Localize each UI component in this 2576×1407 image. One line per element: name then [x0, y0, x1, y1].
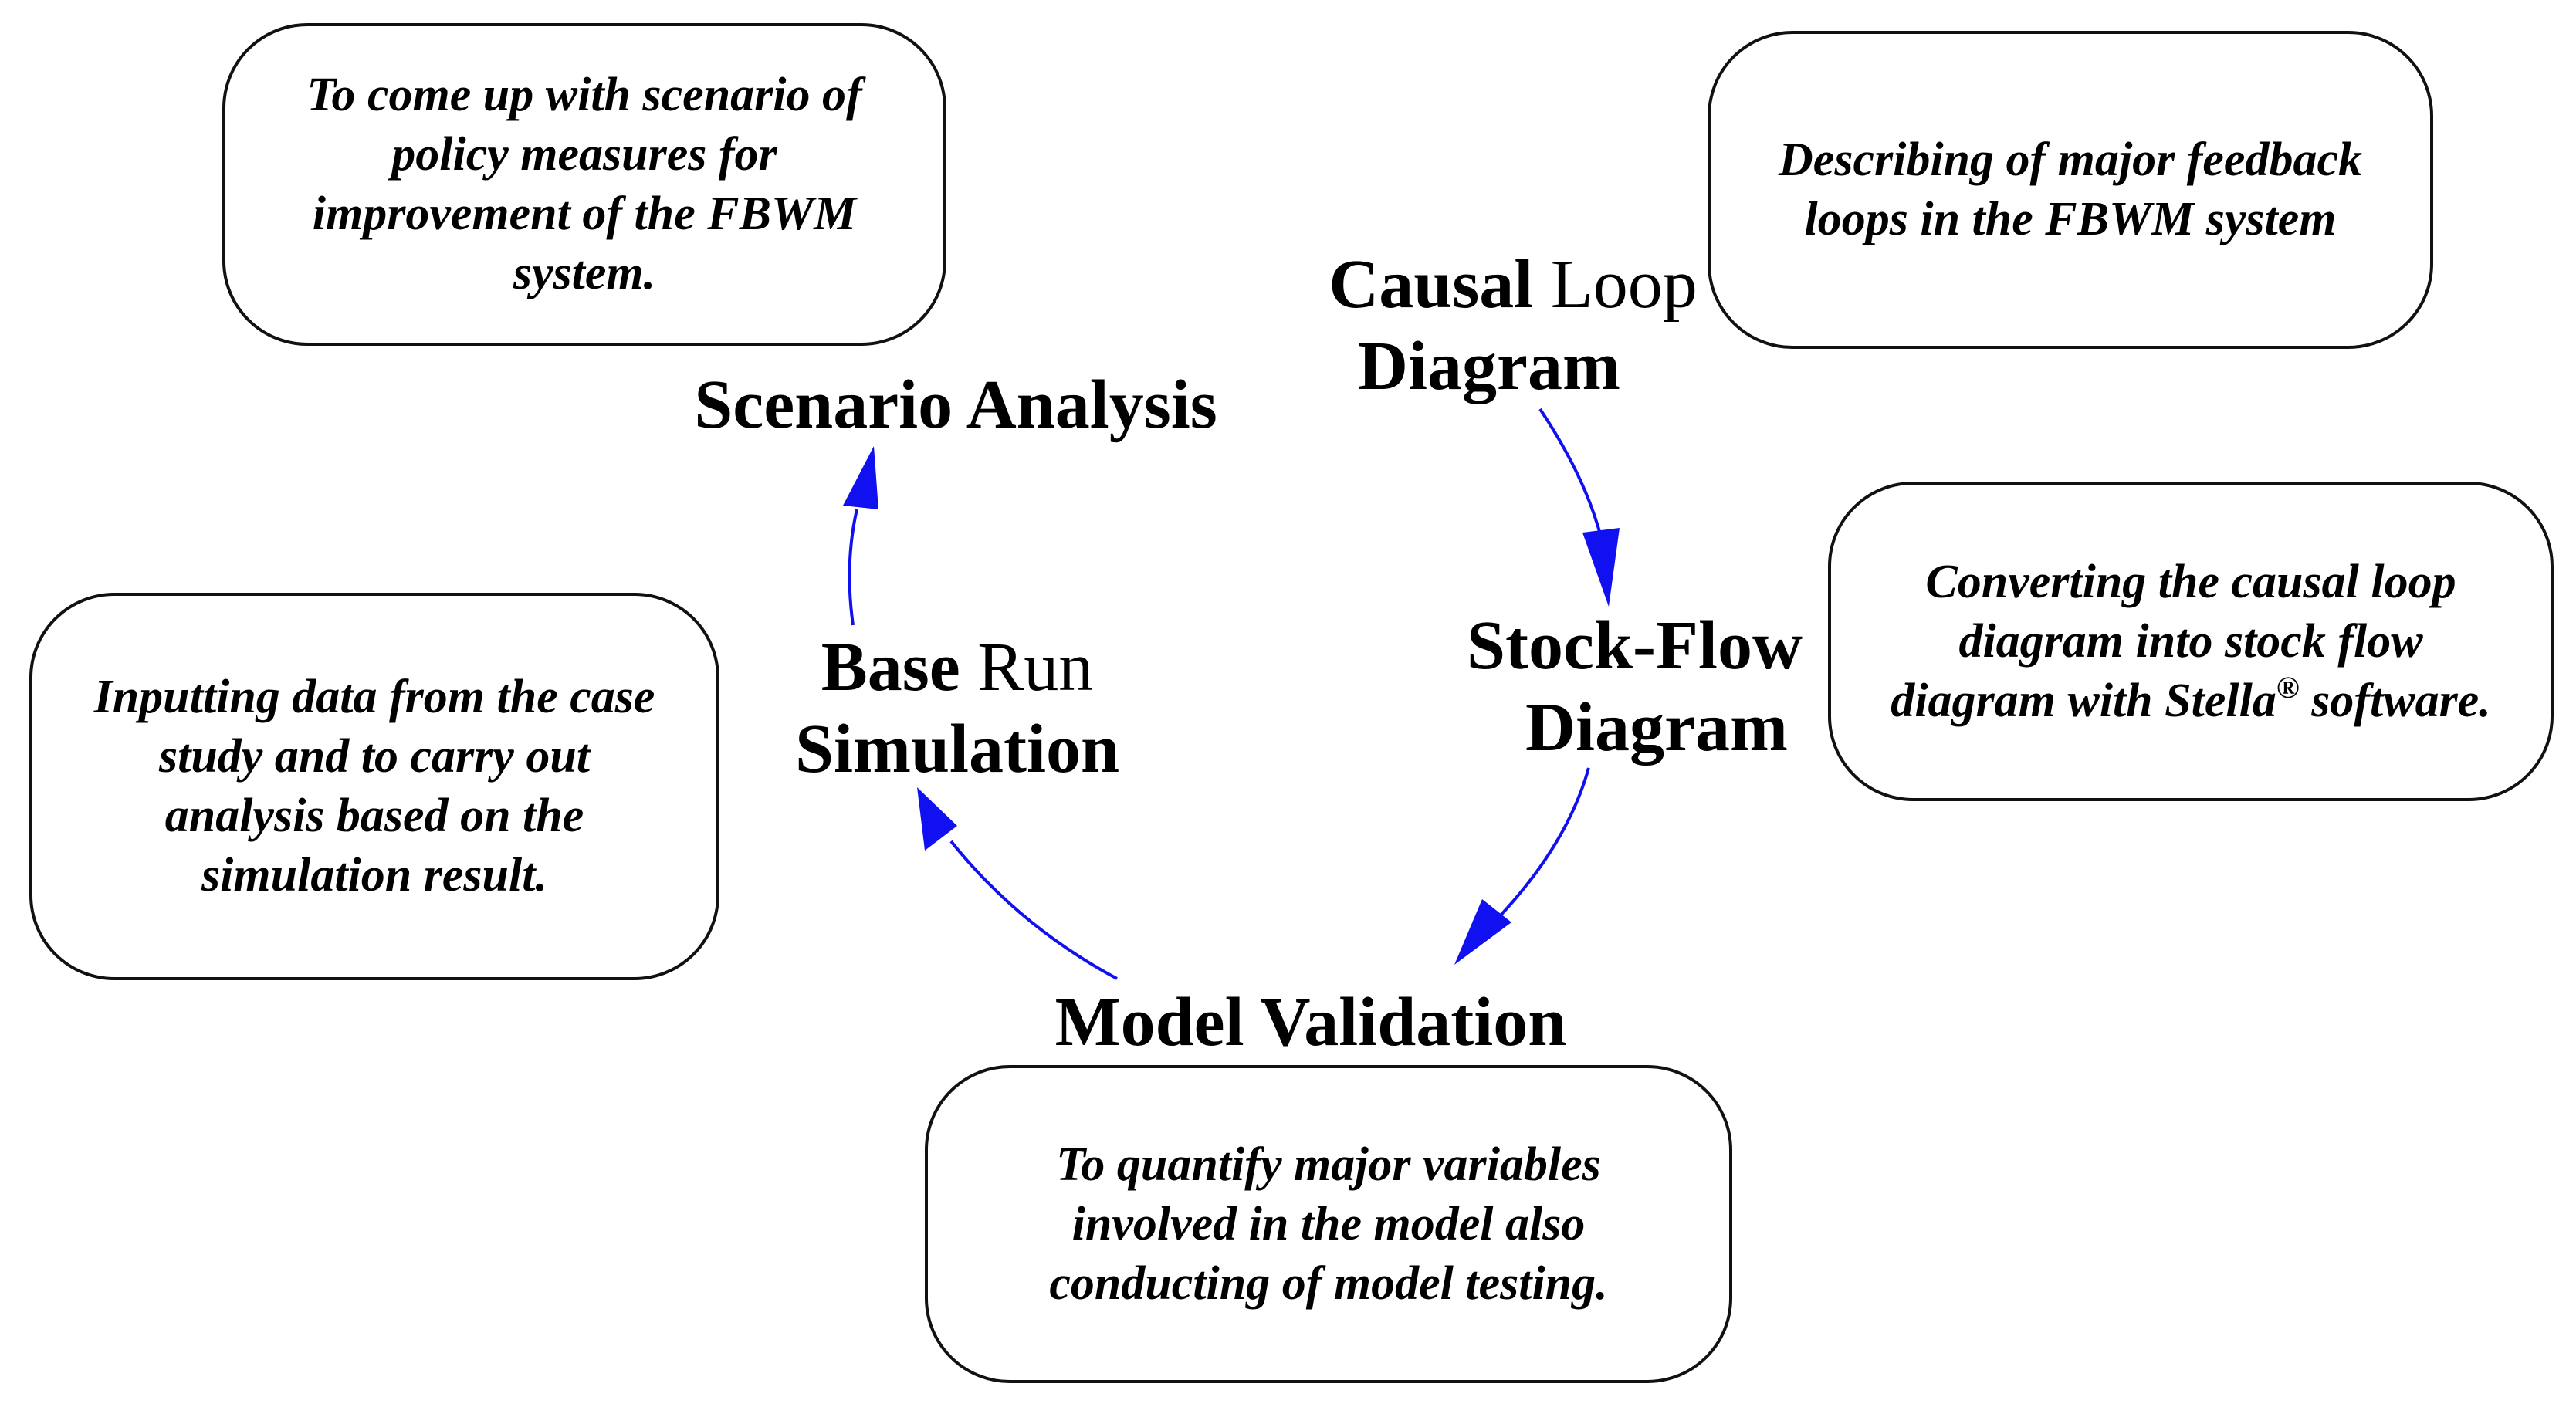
validation-description: To quantify major variables involved in …: [1049, 1138, 1608, 1310]
node-base-run-line2: Simulation: [794, 711, 1120, 787]
node-causal-loop-line2: Diagram: [1358, 328, 1620, 404]
validation-description-box: To quantify major variables involved in …: [925, 1065, 1732, 1383]
node-model-validation-label: Model Validation: [1054, 984, 1567, 1060]
node-scenario-analysis-label: Scenario Analysis: [694, 367, 1217, 443]
arrow-validation-to-baserun: [949, 840, 1118, 980]
causal-description: Describing of major feedback loops in th…: [1779, 134, 2362, 245]
node-causal-loop-regular: Loop: [1550, 246, 1698, 323]
scenario-description-box: To come up with scenario of policy measu…: [222, 23, 946, 346]
baserun-description: Inputting data from the case study and t…: [93, 671, 655, 901]
stockflow-description-main: Converting the causal loop diagram into …: [1891, 555, 2456, 727]
arrowhead-stockflow-to-validation: [1454, 899, 1511, 965]
node-scenario-analysis: Scenario Analysis: [662, 364, 1249, 446]
node-stock-flow-line1: Stock-Flow: [1467, 607, 1803, 684]
stockflow-description-tail: software.: [2311, 674, 2491, 727]
stockflow-description: Converting the causal loop diagram into …: [1877, 553, 2504, 731]
arrowhead-validation-to-baserun: [917, 787, 957, 851]
arrowhead-causal-to-stockflow: [1582, 528, 1620, 607]
node-causal-loop-bold: Causal: [1329, 246, 1534, 323]
node-base-run-line1: Base Run: [764, 627, 1150, 709]
arrow-causal-to-stockflow: [1538, 408, 1603, 541]
node-stock-flow-line2: Diagram: [1525, 689, 1788, 766]
scenario-description: To come up with scenario of policy measu…: [306, 69, 862, 299]
arrow-stockflow-to-validation: [1496, 767, 1590, 920]
node-base-run-regular: Run: [977, 629, 1094, 705]
arrowhead-baserun-to-scenario: [843, 446, 878, 509]
stockflow-description-box: Converting the causal loop diagram into …: [1828, 482, 2554, 801]
node-model-validation: Model Validation: [1017, 982, 1604, 1064]
node-causal-loop-diagram: Causal Loop Diagram: [1305, 244, 1721, 408]
node-base-run-bold: Base: [821, 629, 960, 705]
node-base-run-simulation: Base Run Simulation: [764, 627, 1150, 790]
arrow-baserun-to-scenario: [848, 509, 858, 626]
registered-mark: ®: [2276, 669, 2300, 705]
causal-description-box: Describing of major feedback loops in th…: [1708, 31, 2433, 349]
node-stock-flow-diagram: Stock-Flow Diagram: [1467, 605, 1853, 769]
node-causal-loop-line1: Causal Loop: [1305, 244, 1721, 326]
baserun-description-box: Inputting data from the case study and t…: [29, 593, 719, 980]
